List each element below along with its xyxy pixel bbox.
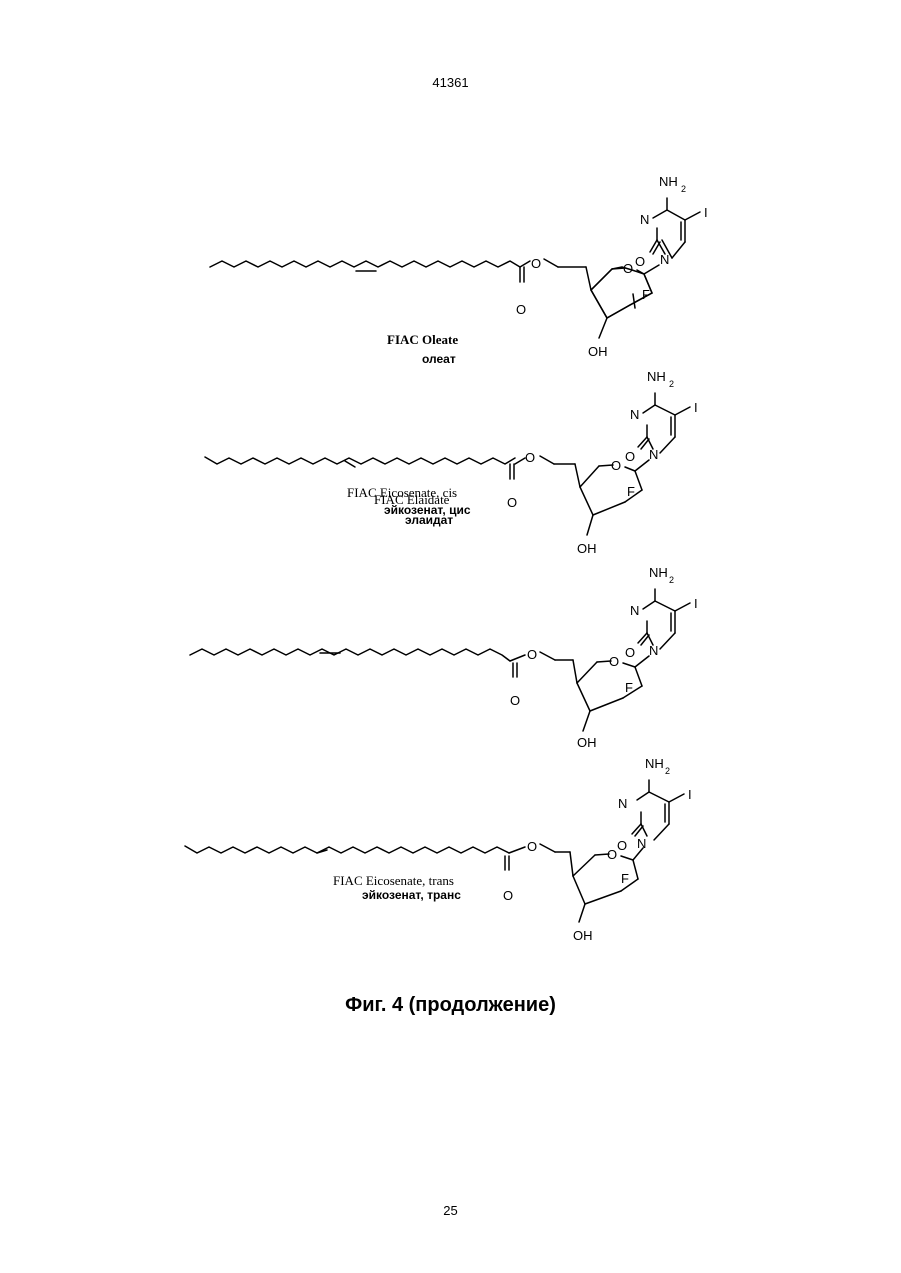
fluoro: F: [642, 287, 650, 302]
compound-1: O O O F OH N O N NH 2 I FIAC Oleate олеа…: [175, 160, 730, 370]
structure-3-drawing: O O O F OH N O N NH 2 I: [175, 555, 730, 765]
amine-n: NH: [659, 174, 678, 189]
iodo: I: [688, 787, 692, 802]
structure-4-drawing: O O O F OH N O N NH 2 I: [175, 750, 730, 960]
amine-subscript: 2: [681, 184, 686, 194]
compound-3: O O O F OH N O N NH 2 I FIAC Eicosenate,…: [175, 555, 730, 765]
amine-n: NH: [649, 565, 668, 580]
carbonyl-o: O: [507, 495, 517, 510]
compound-name-en: FIAC Eicosenate, trans: [333, 873, 454, 889]
ring-n3: N: [630, 603, 639, 618]
carbonyl-o-ring: O: [635, 254, 645, 269]
iodo: I: [694, 400, 698, 415]
carbonyl-o-ring: O: [617, 838, 627, 853]
structure-2-drawing: O O O F OH N O N NH 2 I: [175, 357, 730, 567]
compound-name-en: FIAC Oleate: [387, 332, 458, 348]
amine-subscript: 2: [669, 379, 674, 389]
document-number: 41361: [0, 75, 901, 90]
ring-n1: N: [649, 643, 658, 658]
fluoro: F: [627, 484, 635, 499]
furanose-o: O: [611, 458, 621, 473]
furanose-o: O: [623, 261, 633, 276]
amine-n: NH: [645, 756, 664, 771]
compound-2: O O O F OH N O N NH 2 I FIAC Elaidate эл…: [175, 357, 730, 567]
ester-o: O: [527, 647, 537, 662]
fluoro: F: [621, 871, 629, 886]
furanose-o: O: [607, 847, 617, 862]
page-number: 25: [0, 1203, 901, 1218]
iodo: I: [694, 596, 698, 611]
ring-n3: N: [640, 212, 649, 227]
carbonyl-o: O: [503, 888, 513, 903]
compound-4: O O O F OH N O N NH 2 I FIAC Eicosenate,…: [175, 750, 730, 960]
structures-figure: O O O F OH N O N NH 2 I FIAC Oleate олеа…: [175, 160, 730, 970]
compound-name-ru: эйкозенат, транс: [362, 888, 461, 902]
hydroxyl: OH: [577, 735, 597, 750]
ring-n1: N: [637, 836, 646, 851]
figure-caption: Фиг. 4 (продолжение): [0, 994, 901, 1017]
hydroxyl: OH: [577, 541, 597, 556]
hydroxyl: OH: [573, 928, 593, 943]
carbonyl-o: O: [516, 302, 526, 317]
carbonyl-o-ring: O: [625, 645, 635, 660]
carbonyl-o: O: [510, 693, 520, 708]
amine-subscript: 2: [669, 575, 674, 585]
amine-n: NH: [647, 369, 666, 384]
amine-subscript: 2: [665, 766, 670, 776]
carbonyl-o-ring: O: [625, 449, 635, 464]
fluoro: F: [625, 680, 633, 695]
ring-n1: N: [660, 252, 669, 267]
ester-o: O: [525, 450, 535, 465]
ester-o: O: [531, 256, 541, 271]
iodo: I: [704, 205, 708, 220]
ring-n1: N: [649, 447, 658, 462]
ring-n3: N: [630, 407, 639, 422]
furanose-o: O: [609, 654, 619, 669]
ring-n3: N: [618, 796, 627, 811]
compound-name-ru: эйкозенат, цис: [384, 503, 471, 517]
ester-o: O: [527, 839, 537, 854]
compound-name-en: FIAC Eicosenate, cis: [347, 485, 457, 501]
